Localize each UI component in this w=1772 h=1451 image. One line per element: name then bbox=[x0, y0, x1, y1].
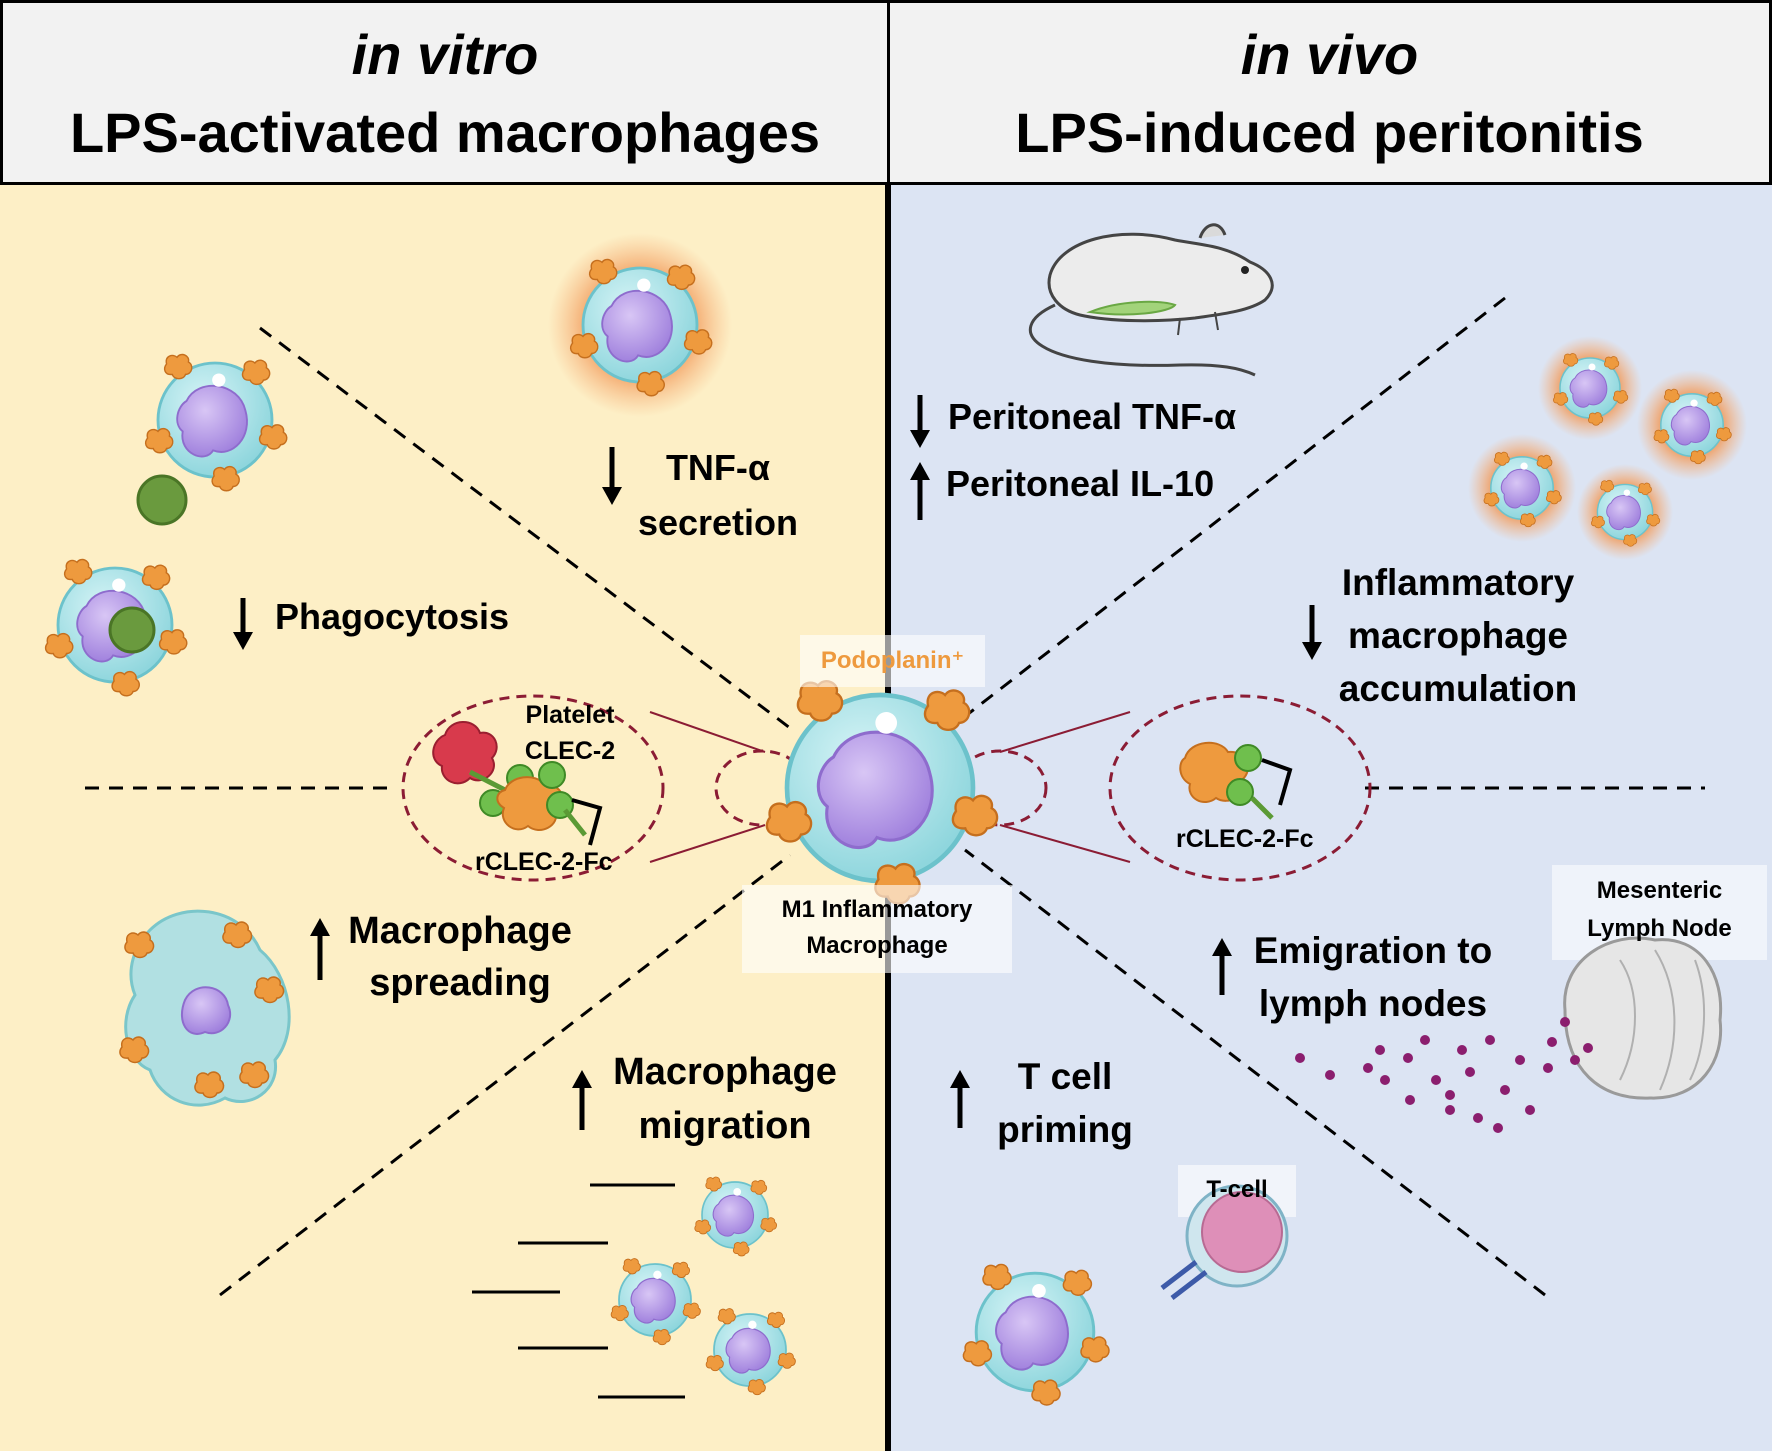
emigration-label: Emigration to lymph nodes bbox=[1238, 924, 1508, 1030]
lymph-node-illustration bbox=[1552, 865, 1767, 1100]
tcell-priming-line-2: priming bbox=[997, 1109, 1133, 1150]
accumulation-line-3: accumulation bbox=[1338, 668, 1578, 709]
tcell-label: T-cell bbox=[1206, 1176, 1268, 1203]
radial-dashed-lines bbox=[85, 296, 1705, 1297]
tcell-priming-label: T cell priming bbox=[975, 1050, 1155, 1156]
tnf-secretion-line-2: secretion bbox=[637, 502, 799, 543]
spreading-label: Macrophage spreading bbox=[325, 905, 595, 1009]
lymph-node-line-1: Mesenteric bbox=[1596, 877, 1723, 904]
rclec2-fc-complex bbox=[1179, 741, 1293, 820]
spreading-macrophage bbox=[119, 909, 291, 1107]
peritoneal-tnf-label: Peritoneal TNF-α bbox=[948, 396, 1237, 437]
platelet-clec2-line-1: Platelet bbox=[525, 701, 615, 729]
t-cell-illustration bbox=[1160, 1165, 1296, 1300]
rclec2-fc-left-label: rCLEC-2-Fc bbox=[475, 848, 613, 876]
m1-macrophage-label: M1 Inflammatory Macrophage bbox=[742, 892, 1012, 964]
platelet-clec2-line-2: CLEC-2 bbox=[524, 737, 616, 765]
m1-label-box bbox=[742, 885, 1012, 973]
header-in-vivo-italic: in vivo bbox=[1240, 23, 1419, 86]
phagocytosis-label: Phagocytosis bbox=[275, 596, 510, 637]
spreading-line-2: spreading bbox=[369, 962, 551, 1004]
tnf-secretion-label: TNF-α secretion bbox=[598, 440, 838, 550]
in-vitro-panel bbox=[0, 185, 888, 1451]
emigration-line-2: lymph nodes bbox=[1258, 983, 1488, 1024]
migration-line-1: Macrophage bbox=[613, 1051, 837, 1093]
m1-line-2: Macrophage bbox=[806, 932, 948, 959]
platelet-clec2-label: Platelet CLEC-2 bbox=[505, 697, 635, 769]
emigration-line-1: Emigration to bbox=[1253, 930, 1493, 971]
rclec2-fc-right-label: rCLEC-2-Fc bbox=[1176, 825, 1314, 853]
podoplanin-label: Podoplanin⁺ bbox=[820, 647, 965, 674]
header-in-vivo-title: LPS-induced peritonitis bbox=[1015, 101, 1644, 164]
accumulation-line-2: macrophage bbox=[1347, 615, 1568, 656]
header-in-vitro-italic: in vitro bbox=[351, 23, 539, 86]
platelet-clec2-complex bbox=[432, 721, 603, 846]
tcell-priming-line-1: T cell bbox=[1017, 1056, 1113, 1097]
podoplanin-label-box bbox=[800, 635, 985, 687]
lymph-node-line-2: Lymph Node bbox=[1587, 915, 1732, 942]
migration-label: Macrophage migration bbox=[590, 1045, 860, 1153]
migrating-cell-dots bbox=[1295, 1017, 1593, 1133]
accumulation-line-1: Inflammatory bbox=[1341, 562, 1575, 603]
spreading-line-1: Macrophage bbox=[348, 910, 572, 952]
peritoneal-il10-label: Peritoneal IL-10 bbox=[946, 463, 1215, 504]
zoom-connectors bbox=[649, 711, 1131, 863]
header-in-vivo: in vivo LPS-induced peritonitis bbox=[887, 0, 1772, 185]
migration-line-2: migration bbox=[638, 1105, 812, 1147]
accumulation-label: Inflammatory macrophage accumulation bbox=[1318, 556, 1598, 715]
header-in-vitro-title: LPS-activated macrophages bbox=[69, 101, 821, 164]
migrating-macrophages bbox=[472, 1177, 795, 1399]
mouse-illustration bbox=[1028, 223, 1274, 377]
inflammatory-macrophages bbox=[1468, 336, 1747, 560]
m1-line-1: M1 Inflammatory bbox=[781, 896, 973, 923]
tnf-secretion-line-1: TNF-α bbox=[665, 447, 771, 488]
phagocytosis-cells bbox=[46, 355, 287, 696]
lymph-node-label: Mesenteric Lymph Node bbox=[1552, 872, 1767, 948]
header-in-vitro: in vitro LPS-activated macrophages bbox=[0, 0, 890, 185]
tnf-secreting-macrophage bbox=[548, 233, 732, 417]
